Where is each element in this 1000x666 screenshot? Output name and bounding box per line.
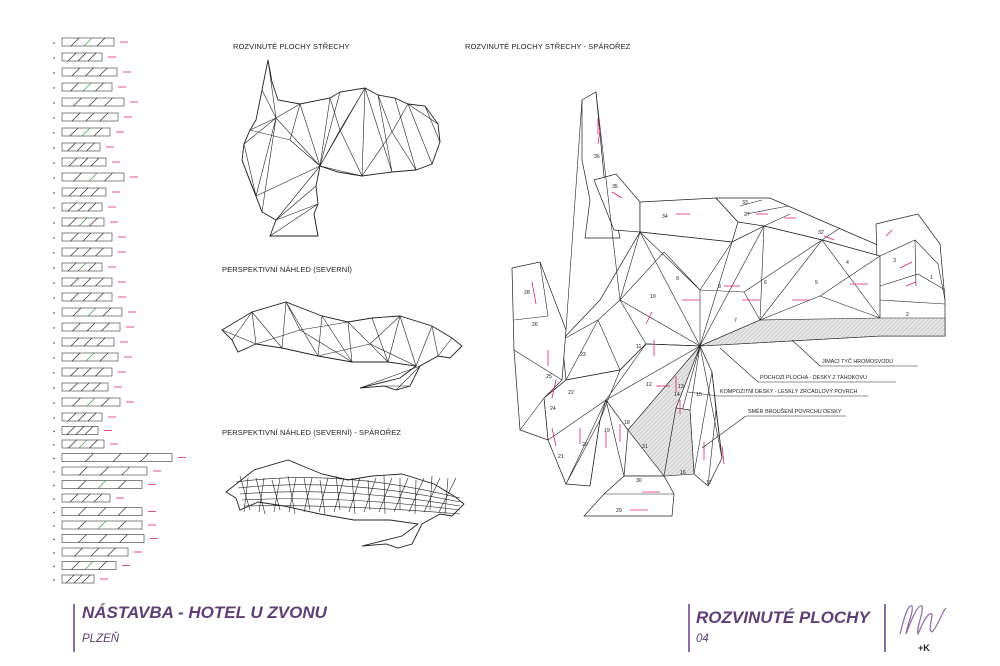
panel-number: 5 xyxy=(815,280,818,286)
panel-strip xyxy=(53,367,126,377)
panel-number: 7 xyxy=(734,318,737,324)
title-bar-right xyxy=(688,604,690,652)
panel-number: 15 xyxy=(696,392,702,398)
panel-number: 10 xyxy=(650,294,656,300)
panel-strip xyxy=(53,561,130,570)
panel-strip xyxy=(53,480,156,489)
unfolded-roof-small xyxy=(241,59,441,237)
panel-strip xyxy=(53,520,156,530)
panel-number: 12 xyxy=(646,382,652,388)
panel-strip xyxy=(53,547,142,557)
panel-number: 30 xyxy=(636,478,642,484)
panel-strip xyxy=(53,52,116,62)
callout-walkway: POCHOZÍ PLOCHA - DESKY Z TAHOKOVU xyxy=(760,375,867,381)
heading-perspective-north-joints: PERSPEKTIVNÍ NÁHLED (SEVERNÍ) - SPÁROŘEZ xyxy=(222,428,402,437)
panel-number: 20 xyxy=(582,442,588,448)
panel-strip xyxy=(53,277,126,287)
panel-strip xyxy=(53,82,126,92)
panel-strip xyxy=(53,67,131,77)
callout-grinding-direction: SMĚR BROUŠENÍ POVRCHU DESKY xyxy=(748,409,842,415)
callout-leaders xyxy=(687,339,918,449)
panel-strip xyxy=(53,202,116,212)
panel-strip xyxy=(53,112,132,122)
panel-strip xyxy=(53,507,156,516)
panel-strip xyxy=(53,412,116,422)
panel-number: 8 xyxy=(718,284,721,290)
panel-number: 32 xyxy=(818,230,824,236)
panel-number: 24 xyxy=(550,406,556,412)
panel-number: 18 xyxy=(624,420,630,426)
panel-strip xyxy=(53,352,132,362)
panel-number: 31 xyxy=(642,444,648,450)
callout-lightning-rod: JÍMACÍ TYČ HROMOSVODU xyxy=(822,359,894,365)
panel-number: 3 xyxy=(893,258,896,264)
panel-number: 23 xyxy=(580,352,586,358)
panel-strip xyxy=(53,127,124,137)
panel-number: 21 xyxy=(558,454,564,460)
project-title: NÁSTAVBA - HOTEL U ZVONU xyxy=(82,603,327,622)
panel-number: 25 xyxy=(546,374,552,380)
callout-composite-panels: KOMPOZITNÍ DESKY - LESKLÝ ZRCADLOVÝ POVR… xyxy=(720,389,858,395)
sheet-number: 04 xyxy=(696,633,709,645)
panel-strip xyxy=(53,37,128,47)
panel-strip xyxy=(53,232,126,242)
panel-strip xyxy=(53,453,186,462)
panel-number: 17 xyxy=(706,480,712,486)
perspective-north xyxy=(221,301,463,391)
panel-number: 34 xyxy=(662,214,668,220)
panel-strip xyxy=(53,217,118,227)
panel-strip xyxy=(53,534,158,543)
perspective-north-joints xyxy=(225,459,465,549)
panel-number: 6 xyxy=(764,280,767,286)
panel-strips-column xyxy=(53,37,186,584)
panel-number: 13 xyxy=(678,384,684,390)
panel-strip xyxy=(53,97,138,107)
sheet-title: ROZVINUTÉ PLOCHY xyxy=(696,608,870,627)
panel-number: 28 xyxy=(524,290,530,296)
heading-perspective-north: PERSPEKTIVNÍ NÁHLED (SEVERNÍ) xyxy=(222,265,353,274)
title-bar-logo xyxy=(884,604,886,652)
panel-strip xyxy=(53,142,114,152)
panel-number: 29 xyxy=(616,508,622,514)
panel-strip xyxy=(53,426,112,435)
panel-strip xyxy=(53,262,116,272)
panel-number: 27 xyxy=(744,212,750,218)
heading-unfolded-roof-joints: ROZVINUTÉ PLOCHY STŘECHY - SPÁROŘEZ xyxy=(465,42,631,51)
panel-strip xyxy=(53,157,120,167)
panel-number: 2 xyxy=(906,312,909,318)
panel-number: 22 xyxy=(568,390,574,396)
panel-strip xyxy=(53,493,124,503)
panel-number: 16 xyxy=(680,470,686,476)
panel-strip xyxy=(53,439,118,449)
panel-strip xyxy=(53,382,122,392)
panel-number: 14 xyxy=(674,392,680,398)
panel-number: 1 xyxy=(930,275,933,281)
panel-strip xyxy=(53,187,120,197)
panel-strip xyxy=(53,397,134,407)
panel-number: 35 xyxy=(612,184,618,190)
panel-strip xyxy=(53,466,161,476)
panel-strip xyxy=(53,247,126,257)
panel-number: 36 xyxy=(594,154,600,160)
panel-number: 11 xyxy=(636,344,641,350)
panel-strip xyxy=(53,322,134,332)
panel-number: 4 xyxy=(846,260,849,266)
panel-strip xyxy=(53,172,138,182)
panel-strip xyxy=(53,574,108,584)
panel-number: 9 xyxy=(676,276,679,282)
panel-strip xyxy=(53,337,128,347)
panel-strip xyxy=(53,292,126,302)
project-city: PLZEŇ xyxy=(82,633,120,645)
panel-strip xyxy=(53,307,136,317)
panel-number: 26 xyxy=(532,322,538,328)
title-bar-left xyxy=(73,604,75,652)
panel-number: 33 xyxy=(742,200,748,206)
panel-number: 19 xyxy=(604,428,610,434)
heading-unfolded-roof: ROZVINUTÉ PLOCHY STŘECHY xyxy=(233,42,350,51)
